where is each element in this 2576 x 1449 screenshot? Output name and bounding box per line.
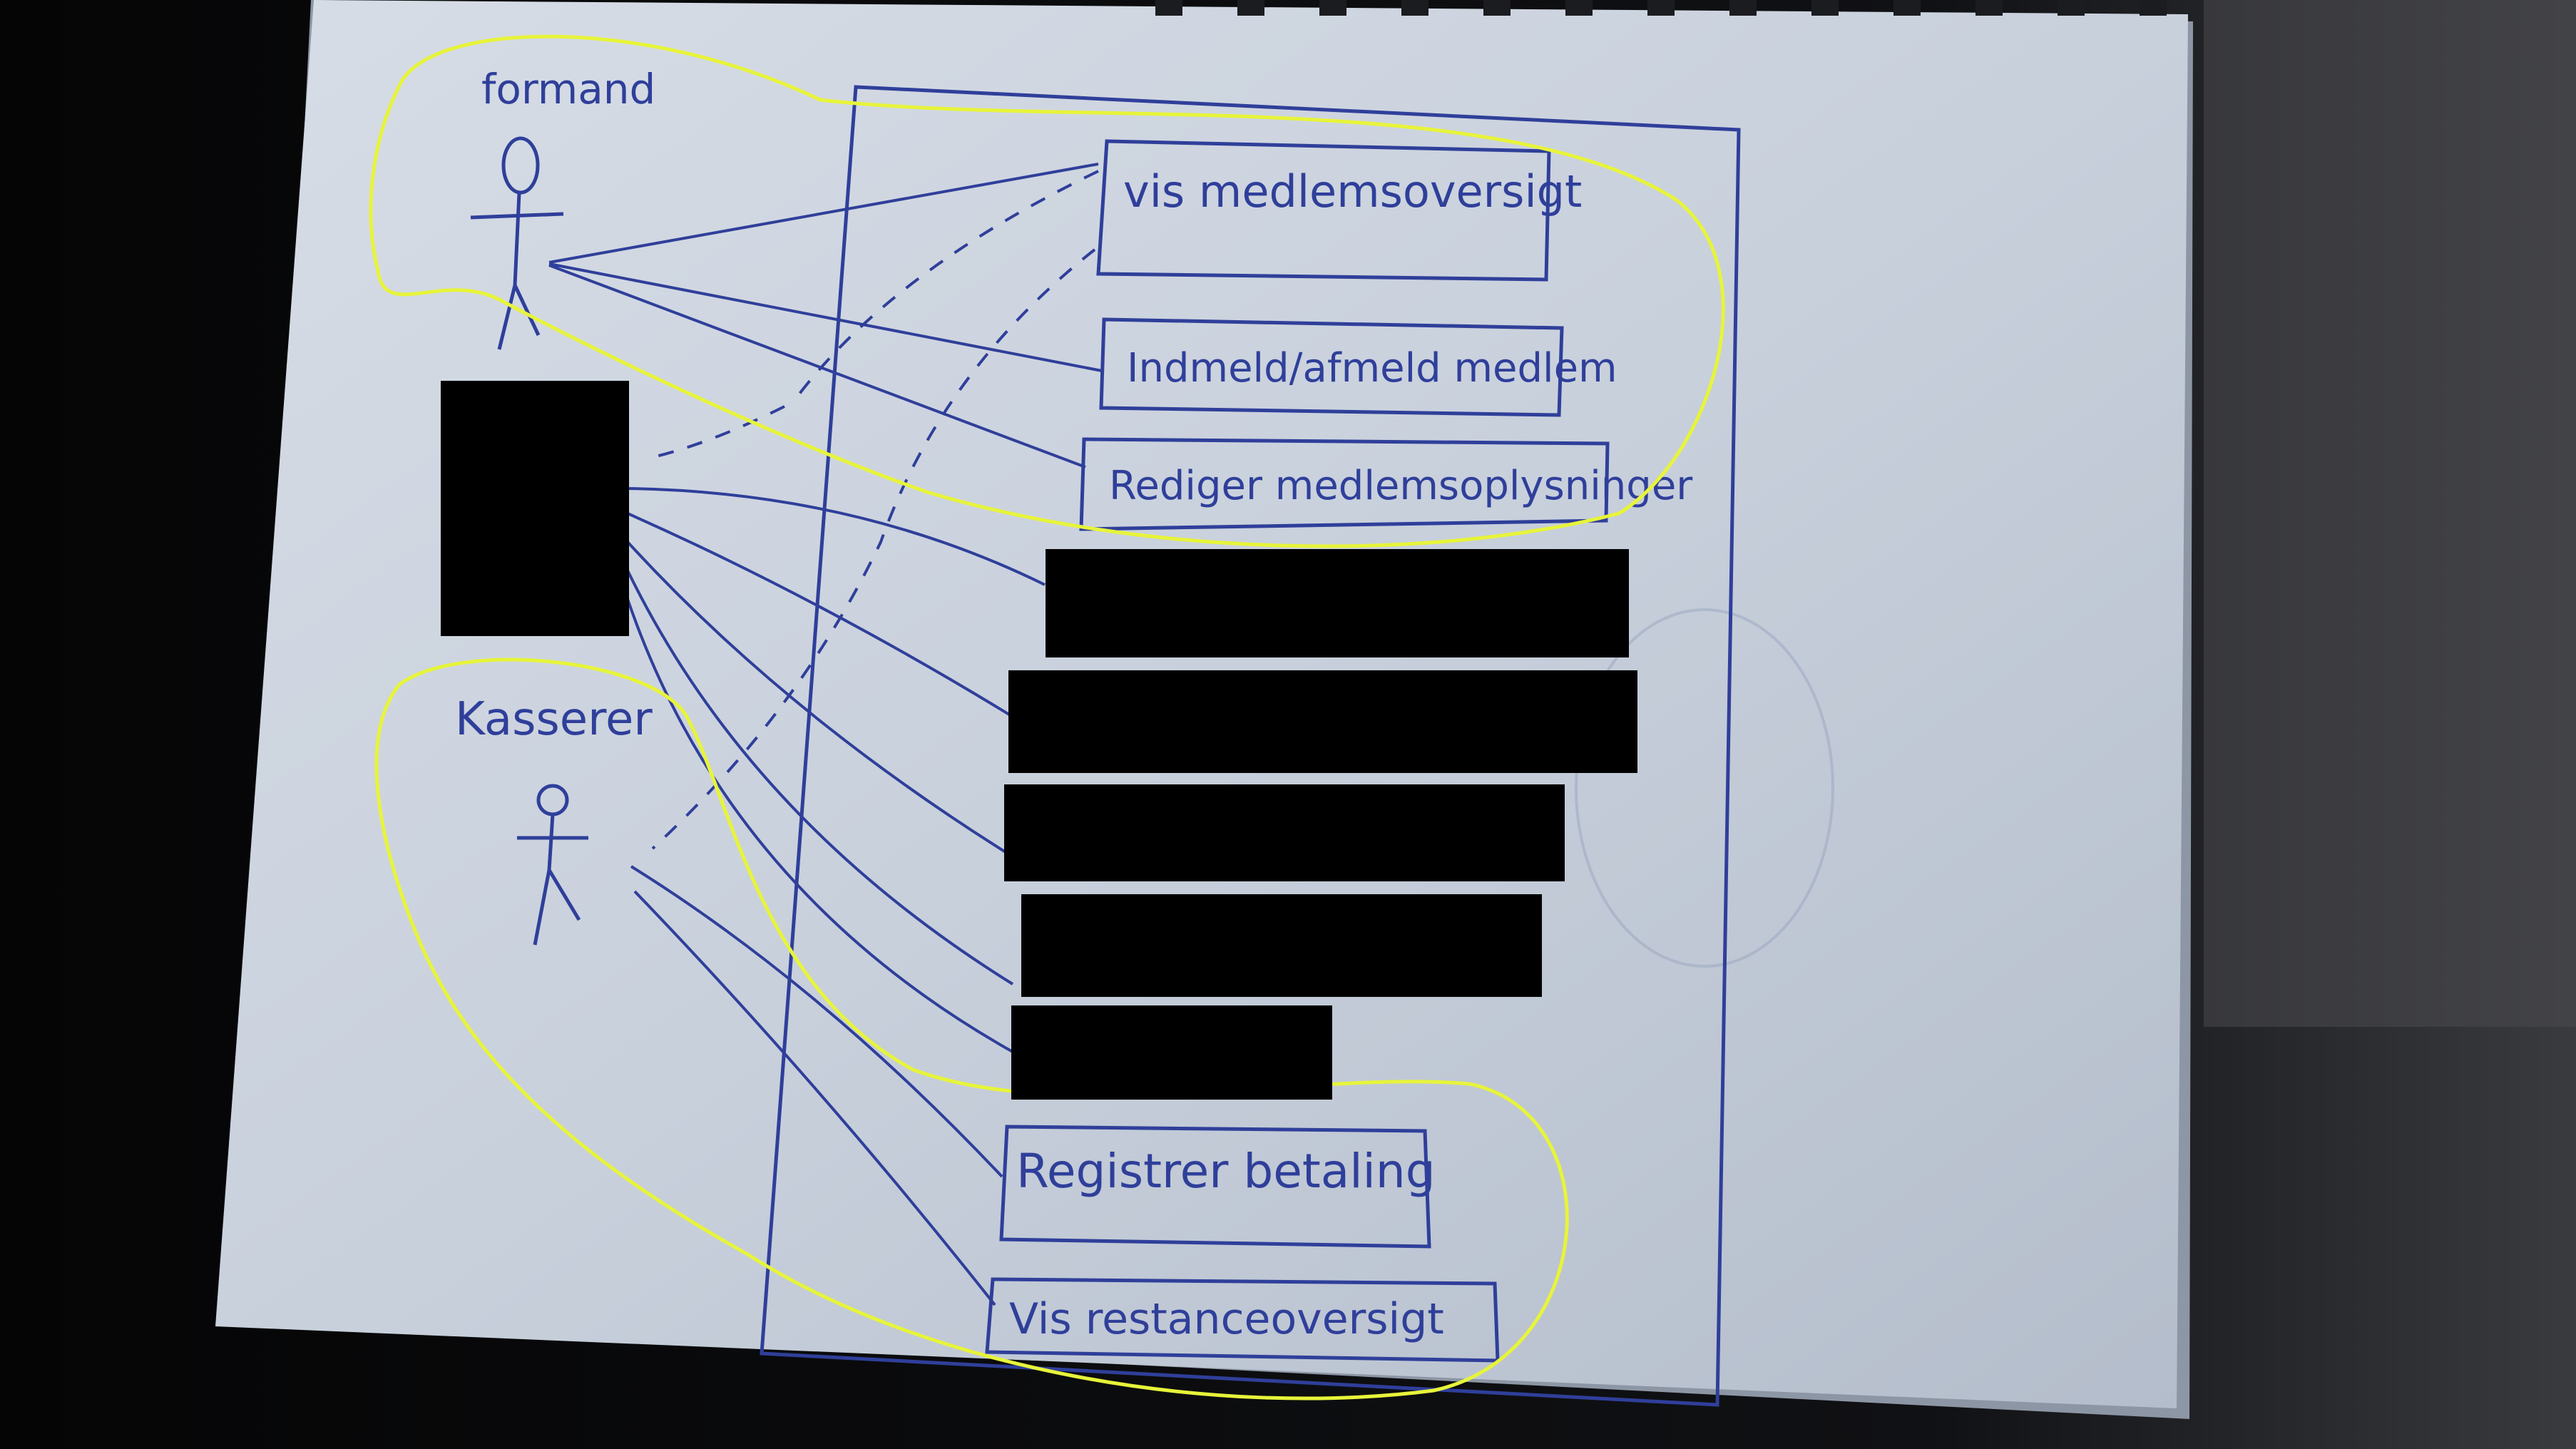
use-case-label-2: Indmeld/afmeld medlem [1127,345,1617,391]
kasserer-associations [630,865,1003,1306]
kasserer-stick-figure [517,784,588,946]
actor-label-formand: formand [481,65,655,113]
use-case-label-1: vis medlemsoversigt [1123,165,1582,217]
dashed-dependencies [651,170,1099,850]
background-wall [2204,0,2576,1027]
highlight-formand-group [369,34,1725,548]
use-case-box-indmeld-afmeld [1099,317,1564,417]
redacted-use-case-8 [1011,1005,1332,1100]
formand-associations [548,163,1103,469]
spiral-binding [1155,0,2167,16]
actor-label-kasserer: Kasserer [455,693,653,746]
redacted-actor [441,381,629,636]
use-case-label-9: Registrer betaling [1016,1144,1436,1199]
use-case-label-3: Rediger medlemsoplysninger [1109,463,1693,509]
highlight-kasserer-group [374,657,1569,1401]
faint-pencil-circle [1575,608,1834,968]
redacted-use-case-6 [1004,784,1565,881]
redacted-use-case-7 [1021,894,1542,997]
use-case-box-vis-medlemsoversigt [1096,139,1551,282]
formand-stick-figure [470,136,564,350]
redacted-actor-associations [626,487,1046,1053]
redacted-use-case-4 [1046,549,1629,657]
use-case-box-rediger [1079,437,1610,531]
redacted-use-case-5 [1008,670,1637,773]
system-boundary [760,85,1741,1407]
use-case-box-registrer-betaling [999,1125,1431,1249]
use-case-label-10: Vis restanceoversigt [1009,1294,1444,1344]
